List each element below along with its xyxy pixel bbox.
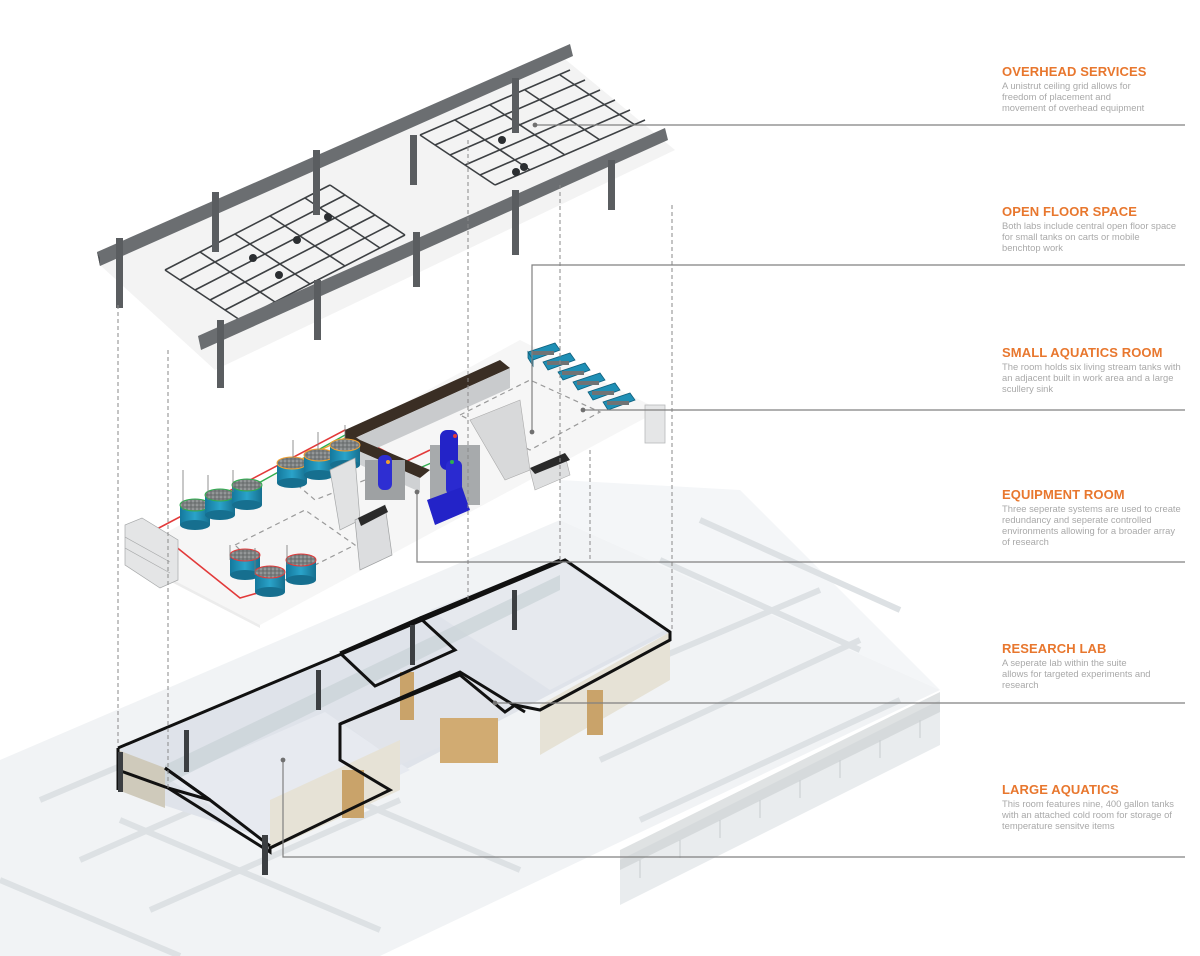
callout-open-floor-space: OPEN FLOOR SPACE Both labs include centr… [1002, 204, 1200, 253]
callout-title: RESEARCH LAB [1002, 641, 1107, 656]
living-stream-tanks [527, 342, 636, 411]
overhead-services-layer [97, 44, 675, 388]
callout-title: LARGE AQUATICS [1002, 782, 1119, 797]
callout-small-aquatics-room: SMALL AQUATICS ROOM The room holds six l… [1002, 345, 1200, 394]
cabinet [644, 404, 666, 444]
equipment-layer [124, 340, 666, 628]
callout-equipment-room: EQUIPMENT ROOM Three seperate systems ar… [1002, 487, 1200, 547]
callout-body: A unistrut ceiling grid allows for freed… [1002, 80, 1145, 113]
callout-body: Both labs include central open floor spa… [1002, 220, 1177, 253]
callout-large-aquatics: LARGE AQUATICS This room features nine, … [1002, 782, 1200, 831]
shelving-rack [124, 517, 179, 589]
callout-body: This room features nine, 400 gallon tank… [1002, 798, 1174, 831]
projection-lines [117, 140, 673, 790]
callout-body: Three seperate systems are used to creat… [1002, 503, 1181, 547]
callout-body: A seperate lab within the suite allows f… [1002, 657, 1151, 690]
callout-body: The room holds six living stream tanks w… [1002, 361, 1181, 394]
structural-columns [116, 78, 615, 388]
callout-title: OVERHEAD SERVICES [1002, 64, 1147, 79]
callout-title: SMALL AQUATICS ROOM [1002, 345, 1163, 360]
lab-suite-floor-plan [116, 558, 672, 875]
callout-overhead-services: OVERHEAD SERVICES A unistrut ceiling gri… [1002, 64, 1200, 113]
leader-lines [282, 124, 1185, 858]
callout-title: OPEN FLOOR SPACE [1002, 204, 1137, 219]
door [440, 718, 498, 763]
overhead-reels [249, 136, 528, 279]
door [587, 690, 603, 735]
life-support-equipment [329, 430, 480, 571]
callout-title: EQUIPMENT ROOM [1002, 487, 1125, 502]
callout-research-lab: RESEARCH LAB A seperate lab within the s… [1002, 641, 1200, 690]
leader-dots [280, 122, 586, 763]
